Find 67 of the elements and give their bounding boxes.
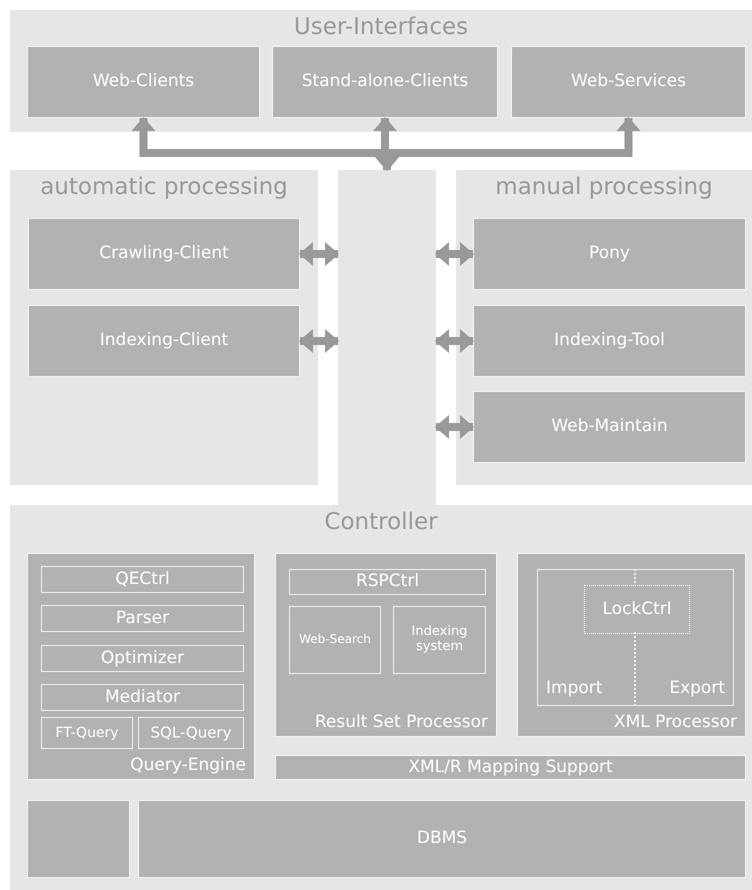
- component-label: LockCtrl: [602, 600, 672, 620]
- component-box: [473, 391, 746, 463]
- component-label: SQL-Query: [150, 724, 232, 742]
- component-label: Web-Maintain: [551, 417, 668, 437]
- component-label: QECtrl: [115, 570, 170, 590]
- dotted-line: [634, 632, 636, 705]
- component-label: Mediator: [104, 688, 180, 708]
- component-box: [138, 800, 746, 878]
- double-arrow: [299, 329, 339, 353]
- component-label: FT-Query: [55, 724, 119, 742]
- component-label: Export: [669, 679, 725, 699]
- component-box: [511, 46, 746, 118]
- lock-box: [584, 585, 690, 634]
- group-panel: [456, 170, 752, 485]
- component-label: Import: [546, 679, 602, 699]
- double-arrow: [435, 242, 474, 266]
- double-arrow: [435, 415, 474, 439]
- component-box: [537, 569, 734, 706]
- component-label: Query-Engine: [130, 756, 246, 776]
- component-label: Stand-alone-Clients: [302, 72, 468, 92]
- component-box: [473, 305, 746, 377]
- double-arrow: [435, 329, 474, 353]
- component-box: [272, 46, 498, 118]
- double-arrow: [299, 242, 339, 266]
- component-box: [41, 684, 244, 711]
- component-label: RSPCtrl: [356, 572, 420, 592]
- panel-title: automatic processing: [40, 174, 288, 200]
- component-label: Crawling-Client: [99, 244, 229, 264]
- panel-title: manual processing: [495, 174, 713, 200]
- component-box: [27, 800, 130, 878]
- group-panel: [10, 170, 318, 485]
- component-label: Parser: [116, 608, 170, 628]
- component-label: Web-Search: [299, 633, 371, 647]
- component-box: [41, 605, 244, 632]
- component-box: [289, 606, 381, 674]
- component-box: [275, 553, 497, 737]
- dotted-line: [634, 568, 636, 583]
- component-box: [41, 717, 133, 749]
- component-box: [27, 553, 255, 780]
- component-box: [41, 566, 244, 593]
- component-label: Web-Services: [571, 72, 686, 92]
- component-label: Result Set Processor: [314, 713, 488, 733]
- component-label: XML/R Mapping Support: [408, 758, 613, 778]
- component-box: [28, 305, 300, 377]
- group-panel: [10, 10, 752, 132]
- component-box: [275, 755, 746, 780]
- component-box: [28, 218, 300, 290]
- panel-title: User-Interfaces: [294, 14, 468, 40]
- component-box: [473, 218, 746, 290]
- component-label: DBMS: [416, 829, 468, 849]
- component-label: Pony: [589, 244, 630, 264]
- component-label: XML Processor: [614, 713, 737, 733]
- component-box: [41, 645, 244, 672]
- group-panel: [10, 505, 752, 890]
- component-box: [517, 553, 746, 737]
- bus-column: [338, 170, 436, 506]
- component-box: [138, 717, 244, 749]
- component-box: [393, 606, 486, 674]
- component-label: Indexing-Tool: [554, 331, 665, 351]
- component-box: [27, 46, 260, 118]
- component-label: Indexing-Client: [100, 331, 228, 351]
- component-label: Indexing system: [410, 625, 468, 655]
- panel-title: Controller: [324, 509, 438, 536]
- component-box: [289, 569, 486, 595]
- component-label: Optimizer: [100, 648, 184, 668]
- component-label: Web-Clients: [92, 72, 194, 92]
- double-arrow: [375, 117, 640, 171]
